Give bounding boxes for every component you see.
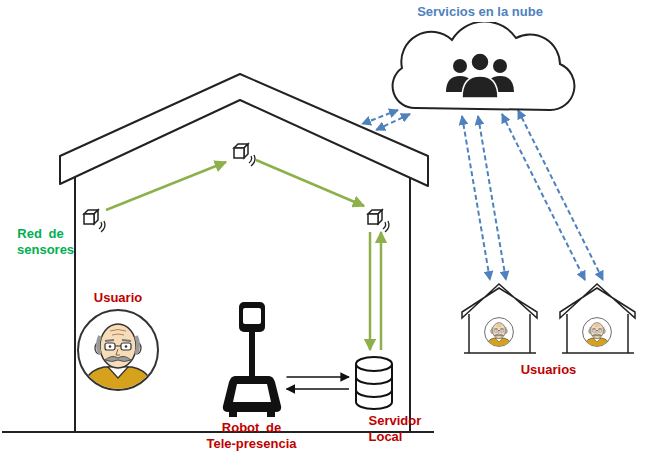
telepresence-robot-shape xyxy=(221,300,283,418)
connector-arrow xyxy=(287,388,350,390)
local-server: Servidor Local xyxy=(353,353,395,445)
node-caption: Usuario xyxy=(93,290,143,306)
node-caption: Servidor Local xyxy=(369,413,380,445)
network-label: Red de sensores xyxy=(17,226,64,258)
users-label: Usuarios xyxy=(520,362,577,378)
cloud-links xyxy=(362,110,603,280)
house-roof xyxy=(60,74,428,186)
cloud-outline xyxy=(393,22,575,110)
people-icon xyxy=(446,53,514,98)
user-figure xyxy=(78,310,158,390)
sensor-icon xyxy=(368,210,389,232)
sensor-icon xyxy=(84,210,105,232)
robot-figure xyxy=(222,302,280,417)
user-figure xyxy=(583,318,612,347)
telepresence-robot: Robot de Tele-presencia xyxy=(206,298,297,452)
node-caption: Servicios en la nube xyxy=(417,4,544,20)
user-circle-shape xyxy=(76,308,160,392)
user-circle: Usuario xyxy=(76,290,160,394)
cloud-service-shape xyxy=(374,22,586,116)
small-house xyxy=(462,284,537,353)
user-figure xyxy=(485,318,514,347)
local-server-shape xyxy=(353,355,395,411)
database-cylinder xyxy=(356,357,392,409)
sensor-icon xyxy=(234,144,255,166)
node-caption: Robot de Tele-presencia xyxy=(206,420,297,452)
small-house xyxy=(560,284,635,353)
house-walls xyxy=(75,177,410,432)
cloud-service: Servicios en la nube xyxy=(374,4,586,118)
connector-arrow xyxy=(287,376,350,378)
